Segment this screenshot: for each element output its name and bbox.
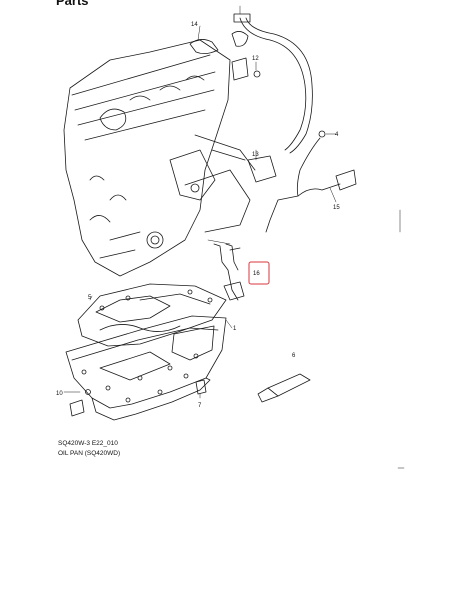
sealant-tube (257, 373, 311, 403)
callout-16: 16 (253, 271, 260, 277)
callout-15: 15 (333, 205, 340, 211)
oil-level-gauge (211, 130, 357, 233)
callout-5: 5 (88, 295, 92, 301)
callout-13: 13 (252, 152, 259, 158)
highlight-box-16 (248, 261, 270, 285)
leader-lines (63, 5, 405, 469)
callout-14: 14 (191, 22, 198, 28)
page-title-fragment: Parts (56, 0, 89, 8)
callout-7: 7 (198, 403, 202, 409)
callout-12: 12 (252, 56, 259, 62)
breather-hose (189, 13, 313, 154)
callout-1: 1 (233, 326, 237, 332)
oil-strainer (213, 243, 245, 301)
diagram-caption: OIL PAN (SQ420WD) (58, 450, 121, 457)
engine-block (63, 39, 256, 277)
baffle-plate (77, 283, 227, 347)
diagram-code: SQ420W-3 E22_010 (58, 440, 118, 447)
callout-6: 6 (292, 353, 296, 359)
drain-plug (69, 379, 207, 417)
callout-4: 4 (335, 132, 339, 138)
callout-10: 10 (56, 391, 63, 397)
oil-pan (65, 315, 227, 421)
